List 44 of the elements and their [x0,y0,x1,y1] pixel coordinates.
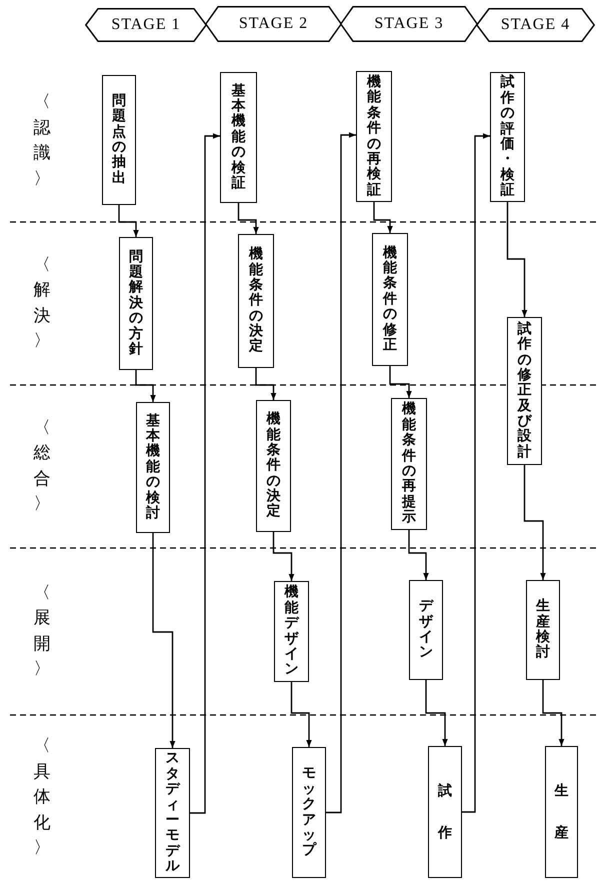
arrow [524,465,546,580]
stage-hexagon: STAGE 3 [340,6,478,42]
arrow [389,366,412,398]
arrow [118,205,139,237]
arrow [238,203,259,234]
process-box: 試作の修正及び設計 [507,317,542,465]
process-box: 試作 [428,746,462,878]
process-box: 試作の評価・検証 [490,72,525,202]
process-box: 基本機能の検証 [220,72,257,203]
process-box: デザイン [409,580,443,680]
arrow [506,202,528,317]
arrow [135,370,156,402]
process-box: 機能条件の修正 [372,233,408,366]
process-box: スタディーモデル [155,748,190,878]
process-box: 生産 [545,746,578,878]
process-box: 問題解決の方針 [119,237,153,370]
arrow [542,680,564,746]
phase-label: 〈展開〉 [34,582,50,681]
arrow [425,680,448,746]
phase-label: 〈認識〉 [34,91,50,190]
phase-label: 〈解決〉 [34,254,50,353]
process-box: 基本機能の検討 [136,402,170,533]
phase-label: 〈具体化〉 [34,735,50,860]
process-box: モックアップ [292,747,326,878]
stage-hexagon: STAGE 2 [205,6,342,42]
arrow [373,202,393,233]
process-box: 機能条件の決定 [238,234,274,368]
process-box: 問題点の抽出 [102,75,136,205]
arrow [255,368,276,400]
stage-hexagon: STAGE 4 [476,8,595,42]
arrow [326,132,356,814]
arrow [290,682,312,747]
process-box: 機能条件の再検証 [356,71,392,202]
process-box: 機能条件の決定 [256,400,291,532]
process-box: 生産検討 [526,580,560,680]
arrow [272,532,294,581]
stage-hexagon: STAGE 1 [85,8,207,42]
process-box: 機能条件の再提示 [391,398,427,530]
arrow [190,133,220,814]
arrow [152,533,176,748]
process-box: 機能デザイン [274,581,309,682]
arrow [408,530,429,580]
arrow [462,133,490,813]
phase-label: 〈総合〉 [34,416,50,516]
